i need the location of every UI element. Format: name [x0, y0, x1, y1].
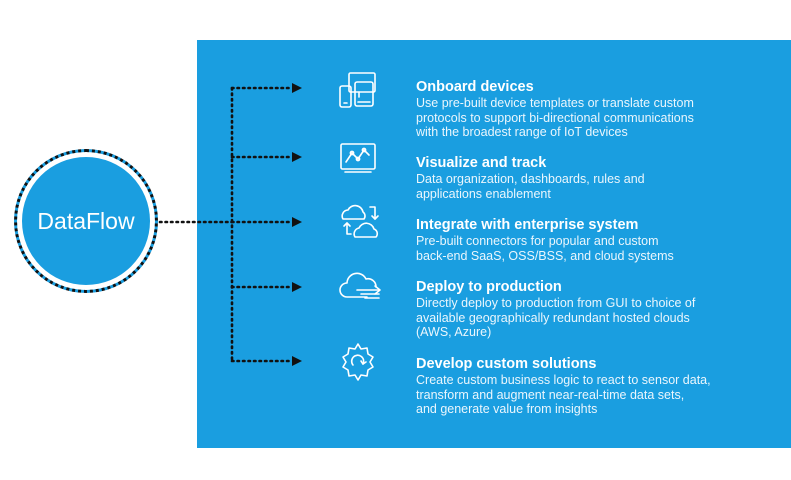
item-desc-line: Directly deploy to production from GUI t… [416, 296, 696, 310]
arrow-visualize [292, 152, 302, 162]
cloud-deploy-icon [339, 272, 381, 299]
item-desc-line: back-end SaaS, OSS/BSS, and cloud system… [416, 248, 674, 263]
item-deploy: Deploy to production Directly deploy to … [416, 278, 776, 340]
item-title: Develop custom solutions [416, 356, 597, 372]
analytics-icon [340, 143, 376, 173]
item-visualize: Visualize and track Data organization, d… [416, 154, 776, 201]
item-desc-line: Data organization, dashboards, rules and [416, 172, 645, 186]
item-desc-line: with the broadest range of IoT devices [416, 125, 628, 139]
dataflow-hub: DataFlow [14, 149, 158, 293]
item-desc-line: applications enablement [416, 186, 551, 201]
item-desc-line: available geographically redundant hoste… [416, 310, 690, 325]
item-integrate: Integrate with enterprise system Pre-bui… [416, 216, 776, 263]
item-desc-line: Create custom business logic to react to… [416, 373, 711, 387]
item-title: Visualize and track [416, 155, 547, 171]
item-desc-line: (AWS, Azure) [416, 325, 492, 339]
hub-label: DataFlow [37, 207, 135, 234]
arrow-deploy [292, 282, 302, 292]
item-desc-line: and generate value from insights [416, 402, 598, 416]
item-desc-line: transform and augment near-real-time dat… [416, 387, 685, 402]
item-desc-line: Pre-built connectors for popular and cus… [416, 234, 659, 248]
arrow-integrate [292, 217, 302, 227]
item-title: Onboard devices [416, 79, 534, 95]
item-develop: Develop custom solutions Create custom b… [416, 355, 776, 417]
arrow-onboard [292, 83, 302, 93]
features-panel [197, 40, 791, 448]
devices-icon [339, 72, 376, 108]
item-title: Deploy to production [416, 279, 562, 295]
item-desc-line: Use pre-built device templates or transl… [416, 96, 694, 110]
item-onboard: Onboard devices Use pre-built device tem… [416, 78, 776, 140]
arrow-develop [292, 356, 302, 366]
cloud-sync-icon [341, 204, 379, 238]
item-title: Integrate with enterprise system [416, 217, 639, 233]
item-desc-line: protocols to support bi-directional comm… [416, 110, 694, 125]
gear-icon [342, 343, 374, 381]
